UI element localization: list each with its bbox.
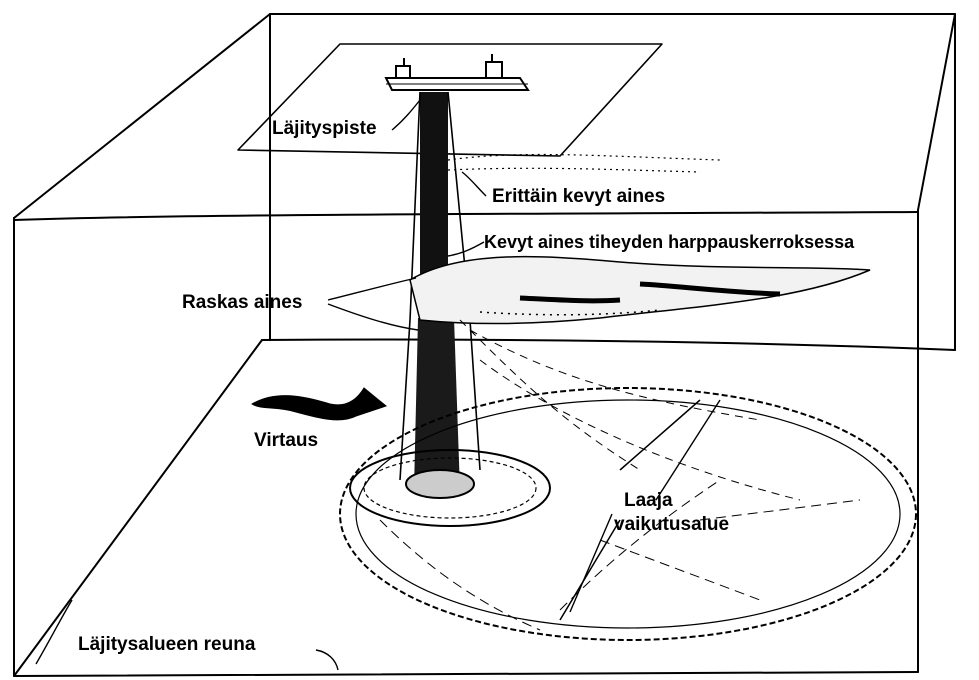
light-material-layer (410, 257, 870, 324)
label-heavy-material: Raskas aines (182, 292, 302, 314)
ship-icon (386, 54, 528, 90)
box-bottom-edge (14, 672, 918, 676)
label-wide-area-line1: Laaja (624, 490, 673, 512)
surface-front-line (14, 212, 918, 220)
seabed-back-line (262, 339, 955, 350)
label-wide-area-line2: vaikutusalue (614, 514, 729, 536)
very-light-plume (448, 155, 720, 172)
current-arrow-icon (252, 388, 386, 420)
label-light-material-layer: Kevyt aines tiheyden harppauskerroksessa (484, 232, 854, 253)
label-area-edge: Läjitysalueen reuna (78, 634, 255, 656)
label-dredge-point: Läjityspiste (272, 118, 377, 140)
seabed-front-line (14, 340, 262, 676)
label-very-light-material: Erittäin kevyt aines (492, 186, 665, 208)
label-current: Virtaus (254, 430, 318, 452)
